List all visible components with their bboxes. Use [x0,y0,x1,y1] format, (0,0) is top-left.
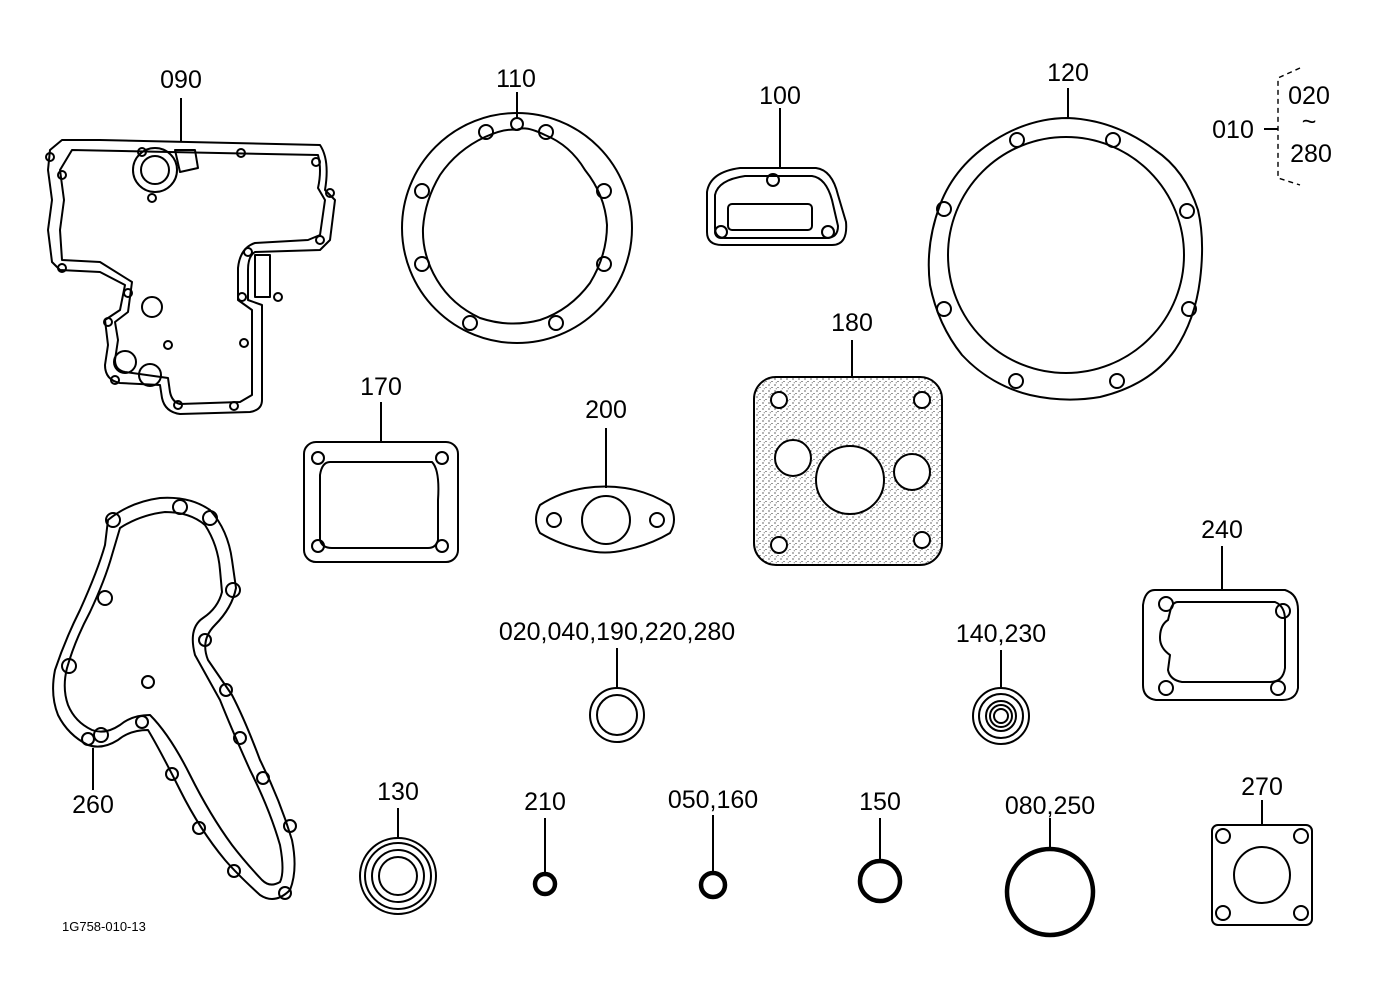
bracket-range-end: 280 [1290,140,1332,168]
label-020-group: 020,040,190,220,280 [499,618,735,646]
gasket-180[interactable]: 180 [753,309,943,566]
o-ring-050-160[interactable]: 050,160 [668,786,758,900]
label-100: 100 [759,82,801,110]
label-260: 260 [72,791,114,819]
gasket-170[interactable]: 170 [303,373,459,563]
o-ring-150[interactable]: 150 [857,788,903,904]
label-050-160: 050,160 [668,786,758,814]
diagram-code: 1G758-010-13 [62,919,146,934]
gasket-240[interactable]: 240 [1142,516,1299,701]
o-ring-080-250[interactable]: 080,250 [1004,792,1096,938]
gasket-260[interactable]: 260 [52,496,297,900]
gasket-110[interactable]: 110 [401,65,633,344]
seal-130[interactable]: 130 [359,778,437,915]
label-270: 270 [1241,773,1283,801]
label-150: 150 [859,788,901,816]
label-240: 240 [1201,516,1243,544]
label-080-250: 080,250 [1005,792,1095,820]
group-bracket-010: 010 020 ~ 280 [1212,67,1332,186]
label-090: 090 [160,66,202,94]
label-120: 120 [1047,59,1089,87]
o-ring-210[interactable]: 210 [524,788,566,897]
bracket-parent-label: 010 [1212,116,1254,144]
label-140-230: 140,230 [956,620,1046,648]
gasket-100[interactable]: 100 [706,82,848,246]
gasket-200[interactable]: 200 [535,396,675,554]
label-180: 180 [831,309,873,337]
label-130: 130 [377,778,419,806]
bracket-range-separator: ~ [1302,108,1317,136]
seal-140-230[interactable]: 140,230 [956,620,1046,745]
label-200: 200 [585,396,627,424]
gasket-090[interactable]: 090 [45,66,336,415]
gasket-120[interactable]: 120 [927,59,1204,401]
gasket-270[interactable]: 270 [1211,773,1313,926]
seal-ring-020-group[interactable]: 020,040,190,220,280 [499,618,735,743]
label-210: 210 [524,788,566,816]
bracket-range-start: 020 [1288,82,1330,110]
label-110: 110 [496,65,536,93]
label-170: 170 [360,373,402,401]
